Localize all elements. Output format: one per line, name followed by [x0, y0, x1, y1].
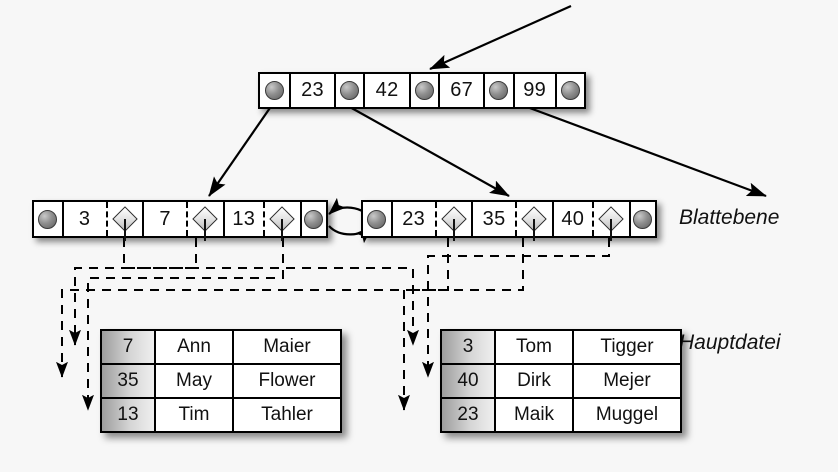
- pointer-blob-icon: [38, 209, 58, 229]
- arrow-root-to-left-leaf: [208, 104, 273, 197]
- leaf-left-record-pointer-1[interactable]: [185, 202, 223, 241]
- pointer-stem: [204, 219, 207, 241]
- row-lastname: Mejer: [572, 365, 680, 397]
- leaf-left-record-pointer-2[interactable]: [262, 202, 300, 241]
- row-firstname: May: [154, 365, 232, 397]
- row-key: 23: [442, 399, 494, 431]
- leaf-right-key-1: 35: [471, 202, 515, 236]
- leaf-left-next-pointer[interactable]: [299, 202, 326, 236]
- row-key: 13: [102, 399, 154, 431]
- root-pointer-0[interactable]: [260, 74, 289, 107]
- row-key: 7: [102, 331, 154, 363]
- row-firstname: Dirk: [494, 365, 572, 397]
- root-key-0: 23: [288, 74, 335, 107]
- row-lastname: Maier: [232, 331, 340, 363]
- row-key: 35: [102, 365, 154, 397]
- arrow-root-to-offpage: [518, 102, 767, 198]
- row-lastname: Tigger: [572, 331, 680, 363]
- table-row[interactable]: 7 Ann Maier: [102, 331, 340, 363]
- arrow-root-to-right-leaf: [347, 105, 510, 197]
- pointer-stem: [281, 219, 284, 241]
- leaf-left-key-1: 7: [142, 202, 186, 236]
- root-node[interactable]: 23 42 67 99: [258, 72, 586, 109]
- leaf-right-key-0: 23: [390, 202, 435, 236]
- pointer-stem: [123, 219, 126, 241]
- main-file-table-right: 3 Tom Tigger 40 Dirk Mejer 23 Maik Mugge…: [440, 329, 682, 433]
- leaf-left-key-2: 13: [222, 202, 263, 236]
- leaf-right-record-pointer-1[interactable]: [514, 202, 552, 241]
- root-pointer-2[interactable]: [408, 74, 439, 107]
- row-firstname: Tim: [154, 399, 232, 431]
- label-blattebene: Blattebene: [679, 206, 780, 229]
- pointer-blob-icon: [367, 209, 387, 229]
- row-lastname: Muggel: [572, 399, 680, 431]
- leaf-left-record-pointer-0[interactable]: [105, 202, 143, 241]
- pointer-blob-icon: [264, 81, 284, 100]
- pointer-blob-icon: [560, 81, 580, 100]
- leaf-right-record-pointer-2[interactable]: [591, 202, 629, 241]
- root-key-1: 42: [363, 74, 409, 107]
- row-lastname: Flower: [232, 365, 340, 397]
- root-key-3: 99: [512, 74, 555, 107]
- label-hauptdatei: Hauptdatei: [679, 331, 781, 354]
- row-firstname: Ann: [154, 331, 232, 363]
- table-row[interactable]: 3 Tom Tigger: [442, 331, 680, 363]
- row-firstname: Maik: [494, 399, 572, 431]
- leaf-left-key-0: 3: [61, 202, 106, 236]
- leaf-node-right[interactable]: 23 35 40: [361, 200, 657, 241]
- table-row[interactable]: 23 Maik Muggel: [442, 397, 680, 431]
- table-row[interactable]: 40 Dirk Mejer: [442, 363, 680, 397]
- row-firstname: Tom: [494, 331, 572, 363]
- pointer-blob-icon: [304, 209, 324, 229]
- leaf-right-prev-pointer[interactable]: [363, 202, 391, 236]
- main-file-table-left: 7 Ann Maier 35 May Flower 13 Tim Tahler: [100, 329, 342, 433]
- pointer-blob-icon: [340, 81, 360, 100]
- leaf-right-key-2: 40: [551, 202, 592, 236]
- leaf-left-prev-pointer[interactable]: [34, 202, 62, 236]
- leaf-right-record-pointer-0[interactable]: [434, 202, 472, 241]
- leaf-right-next-pointer[interactable]: [628, 202, 655, 236]
- pointer-stem: [533, 219, 536, 241]
- root-pointer-3[interactable]: [483, 74, 513, 107]
- pointer-blob-icon: [414, 81, 434, 100]
- pointer-blob-icon: [633, 209, 653, 229]
- root-key-2: 67: [438, 74, 484, 107]
- row-key: 3: [442, 331, 494, 363]
- pointer-blob-icon: [489, 81, 509, 100]
- pointer-stem: [452, 219, 455, 241]
- root-pointer-4[interactable]: [554, 74, 584, 107]
- pointer-stem: [610, 219, 613, 241]
- leaf-node-left[interactable]: 3 7 13: [32, 200, 328, 241]
- table-row[interactable]: 35 May Flower: [102, 363, 340, 397]
- row-key: 40: [442, 365, 494, 397]
- arrow-into-root: [429, 4, 572, 71]
- root-pointer-1[interactable]: [334, 74, 364, 107]
- table-row[interactable]: 13 Tim Tahler: [102, 397, 340, 431]
- row-lastname: Tahler: [232, 399, 340, 431]
